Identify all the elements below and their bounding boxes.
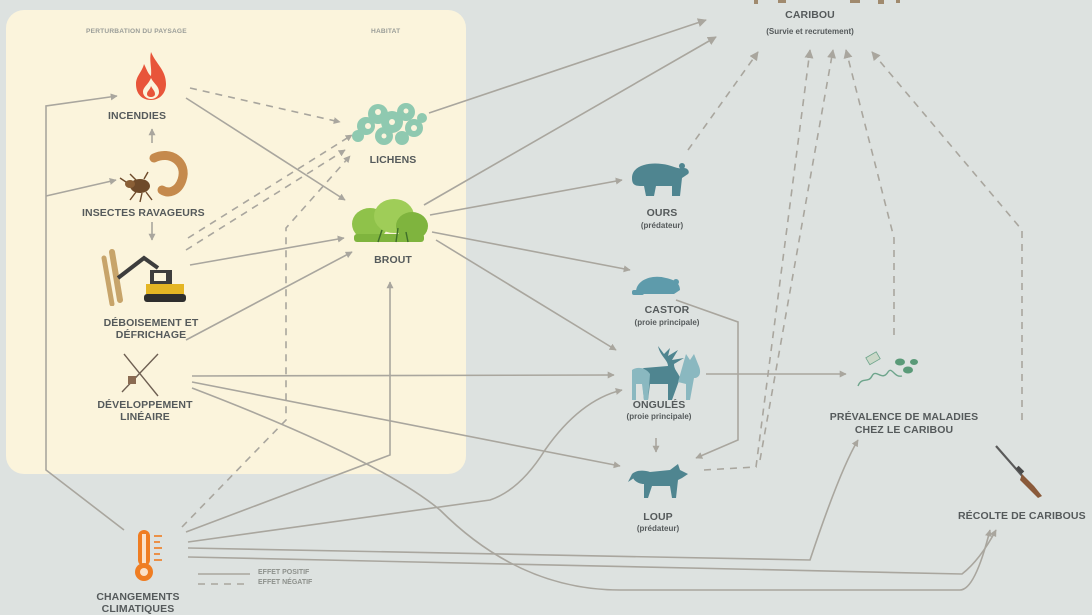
bear-icon [626, 156, 692, 198]
disease-icon [854, 348, 924, 392]
insect-icon [118, 150, 190, 204]
arrow-loup-caribou [703, 49, 814, 471]
arrow-developpement-ongules [191, 371, 615, 379]
shrub-icon [348, 196, 430, 246]
loup-sublabel: (prédateur) [636, 524, 680, 533]
line-development-icon [118, 352, 164, 398]
ongules-sublabel: (proie principale) [626, 412, 692, 421]
arrow-deboisement-lichens [187, 134, 353, 239]
ours-label: OURS [646, 207, 678, 219]
arrow-climat-ongules [187, 388, 623, 543]
ours-sublabel: (prédateur) [640, 221, 684, 230]
brout-label: BROUT [374, 254, 412, 266]
maladies-label-line1: PRÉVALENCE DE MALADIES [829, 411, 979, 423]
arrow-maladies-caribou [843, 49, 895, 335]
insectes-label: INSECTES RAVAGEURS [82, 207, 205, 219]
arrow-climat-maladies [187, 439, 859, 561]
fire-icon [132, 50, 170, 102]
arrow-developpement-recolte [191, 387, 992, 591]
loup-label: LOUP [643, 511, 673, 523]
header-habitat: HABITAT [371, 28, 401, 35]
arrow-incendies-brout [185, 97, 346, 201]
arrow-deboisement-brout [189, 235, 345, 266]
legend-negative-label: EFFET NÉGATIF [258, 579, 313, 586]
deboisement-label-line1: DÉBOISEMENT ET [103, 317, 199, 329]
arrow-loup-caribou-2 [759, 49, 837, 461]
arrow-brout-ongules [435, 239, 617, 351]
arrow-brout-castor [431, 231, 631, 273]
arrow-brout-ours [429, 177, 623, 216]
thermometer-icon [132, 528, 172, 584]
beaver-icon [632, 270, 684, 298]
arrow-insectes-lichens [185, 149, 346, 251]
arrow-lichens-caribou [428, 18, 707, 114]
incendies-label: INCENDIES [108, 110, 167, 122]
arrow-incendies-lichens [189, 87, 341, 125]
arrow-rail-insectes [45, 177, 117, 197]
harvester-icon [98, 248, 190, 306]
caribou-subtitle: (Survie et recrutement) [766, 27, 854, 36]
developpement-label-line1: DÉVELOPPEMENT [97, 399, 193, 411]
castor-label: CASTOR [644, 304, 690, 316]
arrow-ours-caribou [687, 51, 759, 151]
arrow-castor-loup [675, 299, 739, 459]
lichen-icon [348, 96, 430, 148]
header-landscape: PERTURBATION DU PAYSAGE [86, 28, 187, 35]
wolf-icon [628, 458, 692, 500]
developpement-label-line2: LINÉAIRE [120, 411, 170, 423]
castor-sublabel: (proie principale) [634, 318, 700, 327]
maladies-label-line2: CHEZ LE CARIBOU [854, 424, 954, 436]
arrow-brout-caribou [423, 36, 717, 206]
rifle-icon [994, 444, 1046, 500]
climat-label-line2: CLIMATIQUES [101, 603, 175, 615]
caribou-icon [754, 0, 914, 6]
arrow-climat-brout [185, 281, 394, 533]
arrow-developpement-brout [185, 251, 353, 341]
caribou-title: CARIBOU [785, 9, 835, 21]
deboisement-label-line2: DÉFRICHAGE [115, 329, 187, 341]
legend-positive-label: EFFET POSITIF [258, 569, 310, 576]
arrow-climat-recolte [187, 529, 997, 575]
arrow-developpement-loup [191, 381, 621, 469]
recolte-label: RÉCOLTE DE CARIBOUS [958, 510, 1086, 522]
arrow-left-rail-incendies [45, 93, 125, 531]
ongules-label: ONGULÉS [632, 399, 686, 411]
ungulates-icon [628, 344, 708, 402]
climat-label-line1: CHANGEMENTS [96, 591, 180, 603]
lichens-label: LICHENS [369, 154, 417, 166]
